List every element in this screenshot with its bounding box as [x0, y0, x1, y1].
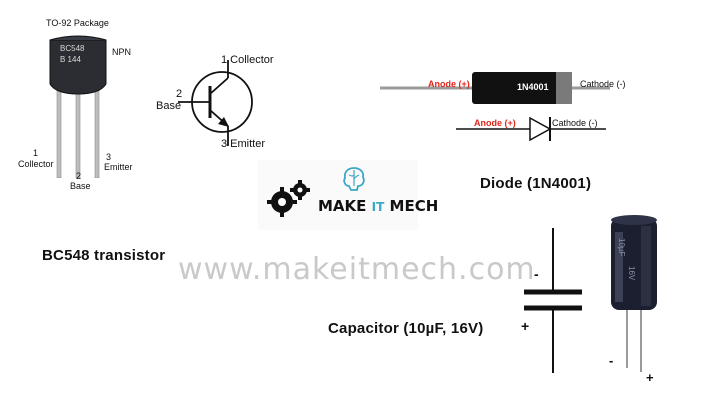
diode-symbol: [456, 116, 606, 142]
cap-lead-minus-label: -: [609, 353, 614, 368]
diode-drawing: [380, 72, 610, 104]
capacitor-symbol: [524, 228, 582, 373]
gears-icon: [267, 180, 310, 217]
lead-1: [56, 85, 62, 178]
logo-word-make: MAKE: [318, 197, 367, 215]
base-number: 2: [176, 88, 183, 100]
brain-icon: [343, 167, 365, 191]
cap-body-text-1: 10µF: [617, 238, 626, 257]
diode-caption: Diode (1N4001): [480, 175, 592, 192]
cap-body-text-2: 16V: [627, 266, 636, 281]
package-marking-2: B 144: [60, 55, 81, 64]
lead-3: [94, 85, 100, 178]
package-marking-1: BC548: [60, 44, 85, 53]
cap-plus-sign: +: [521, 318, 530, 334]
diode-cathode-label: Cathode (-): [580, 79, 626, 89]
cap-lead-plus-label: +: [646, 370, 654, 385]
package-top: [49, 35, 107, 41]
diode-triangle: [529, 116, 552, 142]
cathode-band: [556, 72, 572, 104]
pin2-number: 2: [76, 171, 82, 181]
cap-stripe: [615, 232, 623, 302]
diode-part-number: 1N4001: [517, 82, 549, 92]
logo-word-mech: MECH: [389, 197, 439, 215]
base-label: Base: [156, 100, 182, 112]
npn-symbol: [178, 60, 253, 146]
emitter-label: 3 Emitter: [221, 138, 266, 150]
symbol-anode-label: Anode (+): [474, 118, 516, 128]
package-body: [49, 39, 107, 95]
capacitor-caption: Capacitor (10µF, 16V): [328, 320, 484, 337]
symbol-cathode-label: Cathode (-): [552, 118, 598, 128]
transistor-caption: BC548 transistor: [42, 247, 166, 264]
pin1-number: 1: [33, 148, 39, 158]
to92-package-drawing: [49, 35, 107, 178]
collector-label: 1 Collector: [221, 54, 274, 66]
electrolytic-capacitor: [611, 215, 657, 372]
pin3-name: Emitter: [104, 162, 133, 172]
cap-minus-sign: -: [534, 266, 539, 282]
logo-word-it: IT: [371, 200, 385, 214]
watermark: www.makeitmech.com: [178, 252, 536, 287]
cap-top: [611, 215, 657, 225]
diode-anode-label: Anode (+): [428, 79, 470, 89]
pin2-name: Base: [70, 181, 91, 191]
pin1-name: Collector: [18, 159, 54, 169]
diode-body: [472, 72, 572, 104]
package-title: TO-92 Package: [46, 18, 109, 28]
lead-2: [75, 85, 81, 178]
emitter-arrow: [218, 117, 229, 127]
collector-line: [209, 77, 229, 95]
npn-label: NPN: [112, 47, 132, 57]
pin3-number: 3: [106, 152, 112, 162]
cap-shine: [641, 226, 651, 306]
